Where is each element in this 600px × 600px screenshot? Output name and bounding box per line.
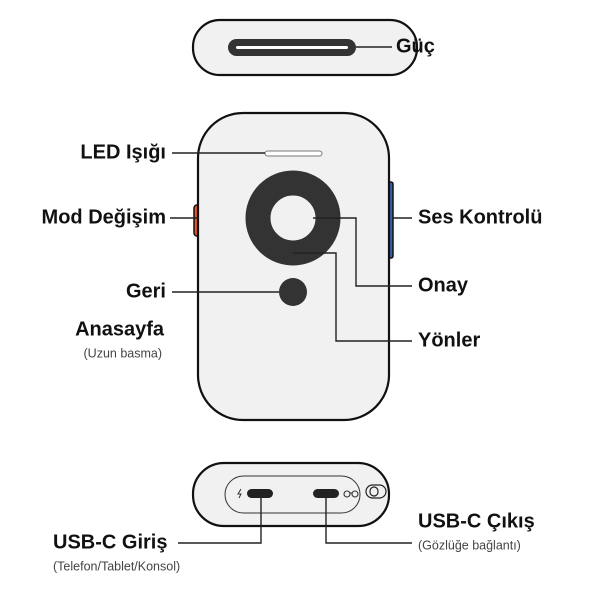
bottom-view: USB-C Giriş (Telefon/Tablet/Konsol) USB-… — [53, 461, 535, 573]
directions-label: Yönler — [418, 329, 480, 351]
home-sublabel: (Uzun basma) — [84, 346, 163, 360]
glasses-icon — [343, 490, 359, 498]
back-button[interactable] — [279, 278, 307, 306]
led-light — [264, 150, 323, 157]
lightning-icon — [237, 488, 242, 499]
led-label: LED Işığı — [80, 141, 166, 163]
back-label: Geri — [126, 280, 166, 302]
power-label: Güç — [396, 35, 435, 57]
usb-out-sublabel: (Gözlüğe bağlantı) — [418, 538, 521, 552]
volume-label: Ses Kontrolü — [418, 206, 542, 228]
home-label: Anasayfa — [75, 318, 165, 340]
mode-label: Mod Değişim — [42, 206, 166, 228]
usb-c-in-port[interactable] — [247, 489, 273, 498]
front-view: LED Işığı Mod Değişim Ses Kontrolü Onay … — [42, 111, 542, 422]
usb-out-label: USB-C Çıkış — [418, 510, 535, 532]
top-view: Güç — [191, 18, 435, 77]
confirm-label: Onay — [418, 274, 469, 296]
power-button[interactable] — [228, 39, 356, 56]
usb-c-out-port[interactable] — [313, 489, 339, 498]
usb-in-label: USB-C Giriş — [53, 531, 167, 553]
confirm-button[interactable] — [271, 196, 315, 240]
usb-in-sublabel: (Telefon/Tablet/Konsol) — [53, 559, 180, 573]
switch-icon[interactable] — [365, 484, 387, 499]
